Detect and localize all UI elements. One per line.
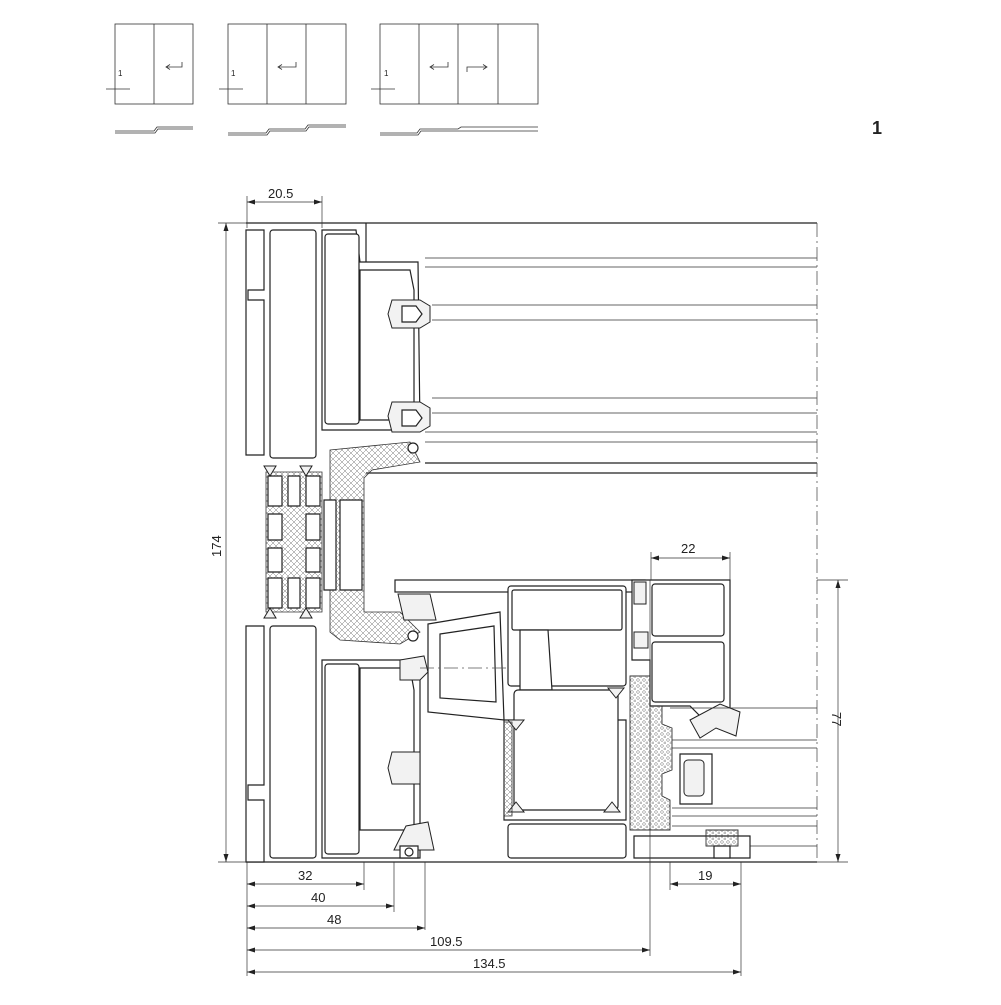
dimension-134-5: 134.5: [247, 956, 741, 975]
frame-section: [245, 222, 818, 863]
dimension-32-label: 32: [298, 868, 312, 883]
sheet-number: 1: [872, 118, 882, 138]
dimension-bottom-set: 32 40 48 109.5 134.5: [246, 580, 742, 976]
scheme-four-panel-label: 1: [384, 69, 389, 78]
dimension-overall-height: 174: [209, 222, 246, 863]
dimension-40-label: 40: [311, 890, 325, 905]
dimension-40: 40: [247, 890, 394, 909]
dimension-top-width-label: 20.5: [268, 186, 293, 201]
dimension-sash-height: 77: [817, 579, 848, 863]
dimension-48-label: 48: [327, 912, 341, 927]
dimension-19-label: 19: [698, 868, 712, 883]
dimension-sash-width: 22: [650, 541, 731, 580]
dimension-top-width: 20.5: [246, 186, 323, 228]
scheme-three-panel: 1: [219, 23, 347, 136]
scheme-four-panel-arrow-right-icon: [466, 64, 488, 72]
dimension-109-5: 109.5: [247, 934, 650, 953]
dimension-134-5-label: 134.5: [473, 956, 506, 971]
scheme-two-panel: 1: [106, 23, 194, 134]
dimension-109-5-label: 109.5: [430, 934, 463, 949]
dimension-sash-width-label: 22: [681, 541, 695, 556]
scheme-four-panel-arrow-left-icon: [429, 62, 449, 70]
scheme-two-panel-arrow-icon: [165, 62, 183, 70]
dimension-32: 32: [247, 868, 364, 887]
dimension-overall-height-label: 174: [209, 535, 224, 557]
scheme-four-panel: 1: [371, 23, 539, 136]
scheme-two-panel-label: 1: [118, 69, 123, 78]
dimension-sash-height-label: 77: [829, 712, 844, 726]
dimension-19: 19: [670, 868, 741, 887]
scheme-three-panel-label: 1: [231, 69, 236, 78]
scheme-three-panel-arrow-icon: [277, 62, 297, 70]
dimension-48: 48: [247, 912, 425, 931]
